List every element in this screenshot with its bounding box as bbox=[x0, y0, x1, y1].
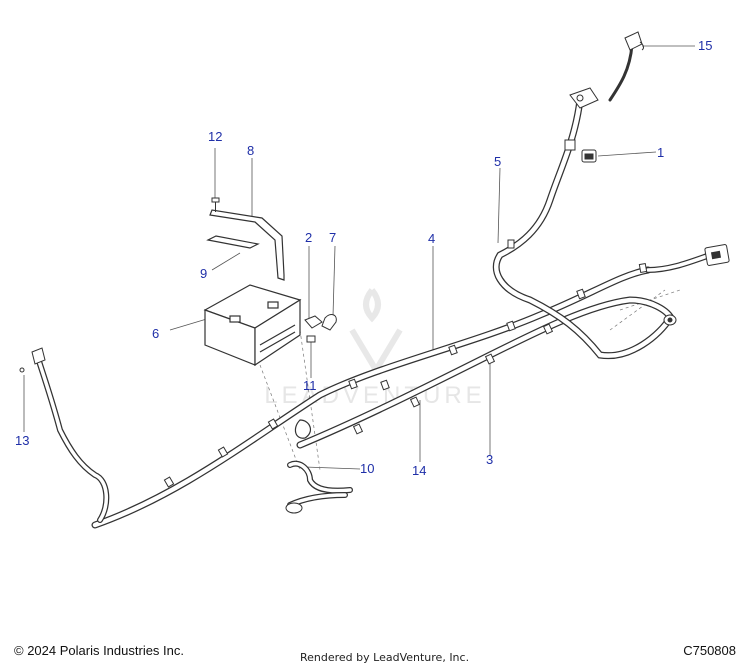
callout-7[interactable]: 7 bbox=[329, 230, 337, 245]
callout-6[interactable]: 6 bbox=[152, 326, 160, 341]
callout-2[interactable]: 2 bbox=[305, 230, 313, 245]
callout-5[interactable]: 5 bbox=[494, 154, 502, 169]
callout-12[interactable]: 12 bbox=[208, 129, 223, 144]
watermark-text: LEADVENTURE bbox=[264, 382, 485, 409]
harness-clips bbox=[163, 139, 648, 488]
left-end-terminal bbox=[19, 347, 46, 373]
callout-9[interactable]: 9 bbox=[200, 266, 208, 281]
callout-13[interactable]: 13 bbox=[15, 433, 30, 448]
ground-terminal bbox=[663, 314, 677, 326]
callout-11[interactable]: 11 bbox=[303, 378, 317, 393]
ground-strap bbox=[285, 419, 353, 514]
watermark-logo bbox=[349, 288, 403, 376]
battery-hold-down bbox=[206, 209, 285, 281]
fuse-holder bbox=[581, 149, 597, 163]
callout-15[interactable]: 15 bbox=[698, 38, 713, 53]
ground-harness bbox=[296, 296, 676, 449]
upper-connector bbox=[569, 87, 599, 109]
leader-lines bbox=[23, 45, 695, 470]
rendered-by-text: Rendered by LeadVenture, Inc. bbox=[300, 651, 470, 664]
battery bbox=[203, 284, 302, 367]
callout-8[interactable]: 8 bbox=[247, 143, 255, 158]
positive-cable bbox=[492, 43, 713, 360]
diagram-code: C750808 bbox=[683, 643, 736, 658]
callout-1[interactable]: 1 bbox=[657, 145, 665, 160]
reference-lines bbox=[259, 289, 681, 471]
callout-10[interactable]: 10 bbox=[360, 461, 375, 476]
copyright-text: © 2024 Polaris Industries Inc. bbox=[14, 643, 184, 658]
terminal-hardware bbox=[304, 314, 337, 343]
callout-3[interactable]: 3 bbox=[486, 452, 494, 467]
callout-14[interactable]: 14 bbox=[412, 463, 427, 478]
callout-4[interactable]: 4 bbox=[428, 231, 436, 246]
screw bbox=[211, 197, 220, 212]
end-connector bbox=[624, 31, 644, 51]
right-connector bbox=[704, 244, 730, 266]
